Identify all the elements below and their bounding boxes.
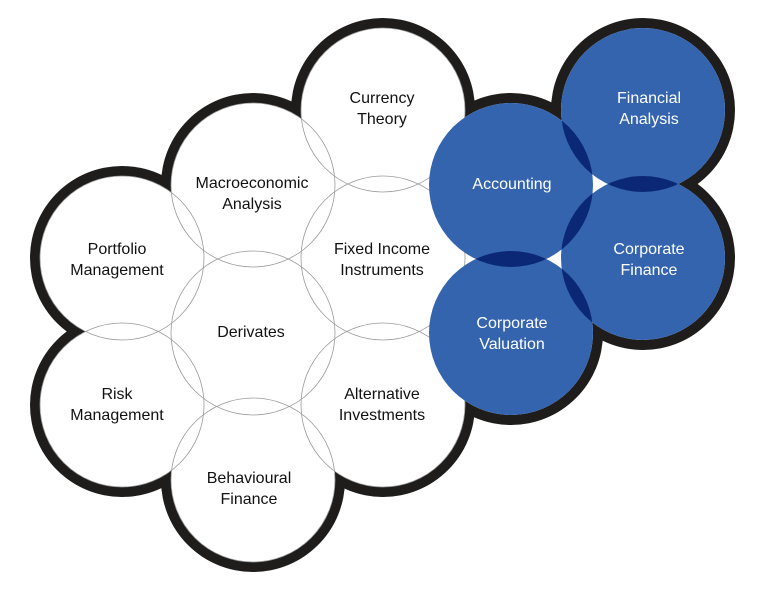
- circle-outlines: [39, 27, 466, 563]
- circle-accounting[interactable]: [429, 103, 593, 267]
- highlighted-circles: [429, 28, 725, 415]
- circle-corporate-finance[interactable]: [561, 176, 725, 340]
- circle-financial-analysis[interactable]: [561, 28, 725, 192]
- label-accounting: Accounting: [472, 176, 551, 193]
- label-derivates: Derivates: [217, 324, 285, 341]
- circle-corporate-valuation[interactable]: [429, 251, 593, 415]
